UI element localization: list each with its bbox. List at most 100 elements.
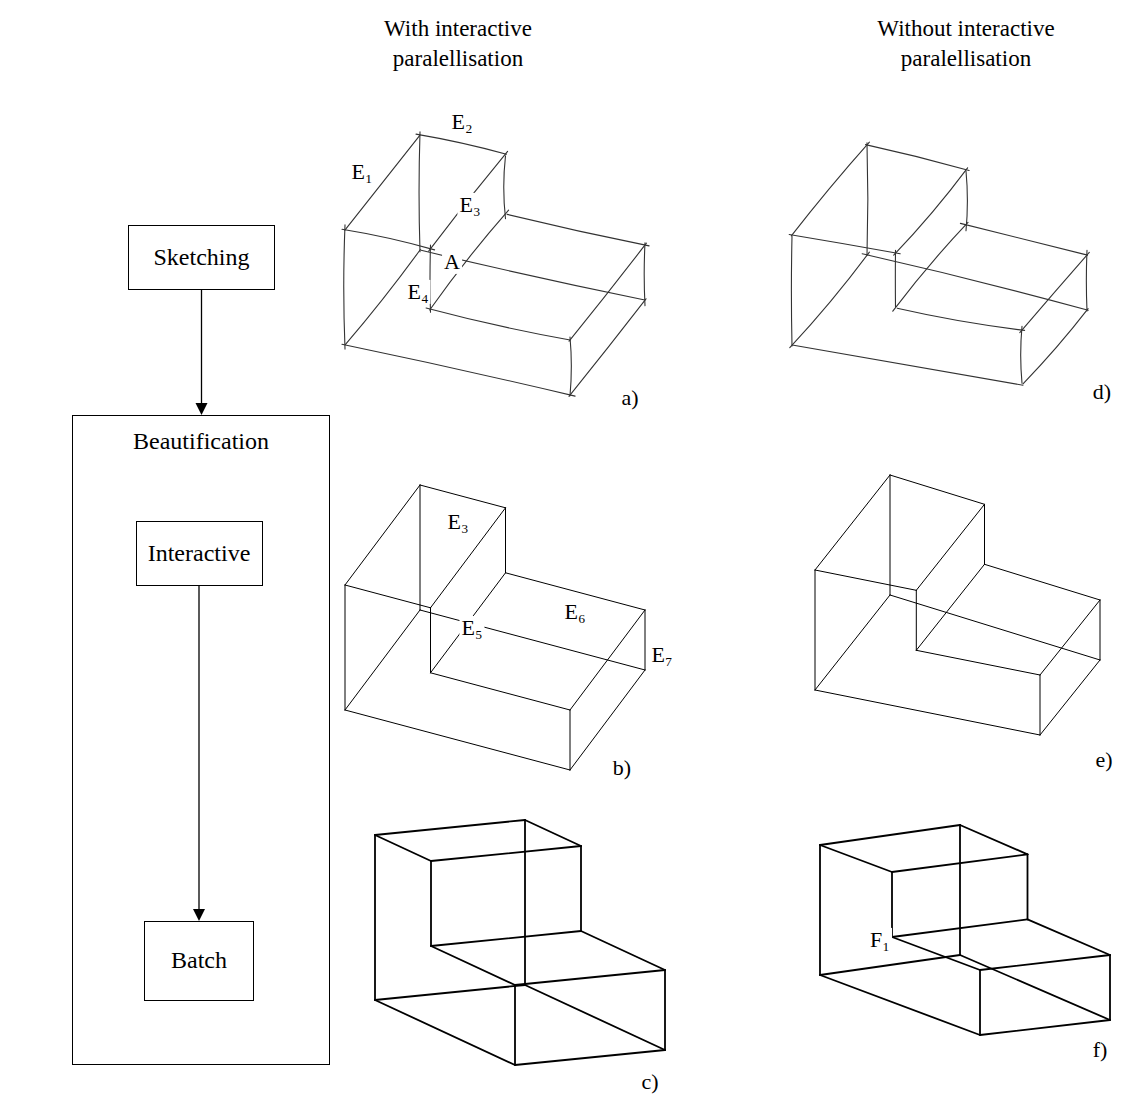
arrow-head bbox=[193, 909, 205, 921]
sketch-stroke bbox=[791, 236, 793, 346]
column-heading: Without interactive paralellisation bbox=[846, 14, 1086, 74]
final-edge bbox=[581, 931, 665, 970]
sketch-stroke bbox=[570, 337, 571, 396]
final-edge bbox=[892, 937, 980, 970]
final-edge bbox=[515, 970, 665, 985]
sketch-stroke bbox=[342, 229, 435, 250]
final-edge bbox=[819, 845, 821, 975]
sketch-stroke bbox=[426, 308, 570, 340]
stage-box: BeautificationInteractiveBatch bbox=[72, 415, 330, 1065]
connector-line bbox=[198, 586, 199, 910]
sketch-stroke bbox=[894, 168, 968, 255]
final-edge bbox=[960, 955, 1110, 1020]
sketch-stroke bbox=[792, 345, 1023, 385]
beautified-edge bbox=[984, 504, 985, 564]
beautified-edge bbox=[815, 475, 890, 570]
final-edge bbox=[1027, 854, 1029, 919]
final-edge bbox=[1109, 955, 1111, 1020]
sketch-stroke bbox=[966, 171, 967, 231]
flow-arrow bbox=[196, 290, 208, 415]
final-edge bbox=[820, 955, 960, 975]
process-box: Batch bbox=[144, 921, 254, 1001]
edge-callout: E₄ bbox=[405, 280, 430, 304]
node-label: Batch bbox=[171, 947, 227, 975]
final-edge bbox=[431, 946, 515, 985]
sketch-stroke bbox=[790, 252, 870, 348]
sketch-stroke bbox=[1023, 309, 1088, 384]
beautified-edge bbox=[345, 585, 346, 710]
sketch-stroke bbox=[1020, 252, 1090, 332]
beautified-edge bbox=[916, 650, 1040, 675]
final-edge bbox=[1028, 919, 1111, 955]
node-label: Beautification bbox=[133, 428, 269, 456]
sketch-stroke bbox=[569, 243, 646, 341]
panel-letter: a) bbox=[619, 386, 640, 410]
beautified-edge bbox=[345, 610, 420, 710]
sketch-stroke bbox=[866, 143, 868, 256]
edge-callout: E₇ bbox=[649, 643, 674, 667]
final-edge bbox=[980, 1020, 1110, 1035]
flow-arrow bbox=[193, 586, 205, 921]
final-edge bbox=[959, 825, 961, 955]
edge-callout: A bbox=[442, 250, 462, 274]
beautified-edge bbox=[1100, 600, 1101, 660]
final-edge bbox=[375, 835, 431, 861]
edge-callout: E₂ bbox=[449, 110, 474, 134]
beautified-edge bbox=[916, 590, 917, 650]
beautified-edge bbox=[890, 475, 891, 595]
beautified-edge bbox=[420, 485, 421, 610]
beautified-edge bbox=[1040, 675, 1041, 735]
sketch-stroke bbox=[895, 250, 896, 306]
sketch-stroke bbox=[866, 145, 970, 171]
sketch-stroke bbox=[345, 135, 420, 230]
sketch-stroke bbox=[507, 214, 649, 246]
beautified-edge bbox=[345, 585, 431, 608]
sketch-stroke bbox=[960, 223, 1087, 255]
process-box: Interactive bbox=[136, 521, 263, 586]
final-edge bbox=[525, 820, 581, 846]
panel-letter: e) bbox=[1093, 748, 1114, 772]
final-edge bbox=[524, 820, 526, 985]
edge-callout: F₁ bbox=[868, 928, 892, 952]
sketch-stroke bbox=[569, 299, 646, 397]
node-label: Sketching bbox=[154, 244, 250, 272]
sketch-stroke bbox=[644, 243, 646, 306]
sketch-stroke bbox=[893, 222, 968, 311]
beautified-edge bbox=[916, 504, 984, 590]
beautified-edge bbox=[815, 690, 1040, 735]
beautified-edge bbox=[645, 610, 646, 670]
final-edge bbox=[430, 861, 432, 946]
beautified-edge bbox=[345, 710, 570, 770]
beautified-edge bbox=[815, 570, 816, 690]
beautified-edge bbox=[1040, 660, 1100, 735]
sketch-stroke bbox=[504, 156, 506, 219]
beautified-edge bbox=[890, 475, 985, 504]
beautified-edge bbox=[985, 564, 1101, 600]
beautified-edge bbox=[420, 485, 506, 508]
panel-letter: c) bbox=[639, 1070, 660, 1094]
sketch-stroke bbox=[862, 254, 1088, 310]
panel-letter: f) bbox=[1091, 1038, 1110, 1062]
beautified-edge bbox=[570, 610, 645, 710]
sketch-stroke bbox=[344, 225, 345, 349]
sketch-stroke bbox=[342, 344, 575, 396]
sketch-stroke bbox=[1021, 326, 1022, 383]
column-heading: With interactive paralellisation bbox=[338, 14, 578, 74]
final-edge bbox=[820, 975, 980, 1035]
beautified-edge bbox=[505, 508, 506, 573]
final-edge bbox=[820, 845, 892, 872]
sketch-stroke bbox=[418, 132, 420, 252]
beautified-edge bbox=[570, 670, 645, 770]
final-edge bbox=[980, 955, 1110, 970]
beautified-edge bbox=[815, 570, 916, 590]
arrow-head bbox=[196, 403, 208, 415]
sketch-stroke bbox=[430, 210, 509, 310]
beautified-edge bbox=[890, 595, 1100, 660]
final-edge bbox=[979, 970, 981, 1035]
sketch-stroke bbox=[791, 142, 869, 236]
edge-callout: E₆ bbox=[562, 600, 587, 624]
process-box: Sketching bbox=[128, 225, 275, 290]
beautified-edge bbox=[431, 673, 571, 710]
beautified-edge bbox=[431, 573, 506, 673]
final-edge bbox=[514, 985, 516, 1065]
